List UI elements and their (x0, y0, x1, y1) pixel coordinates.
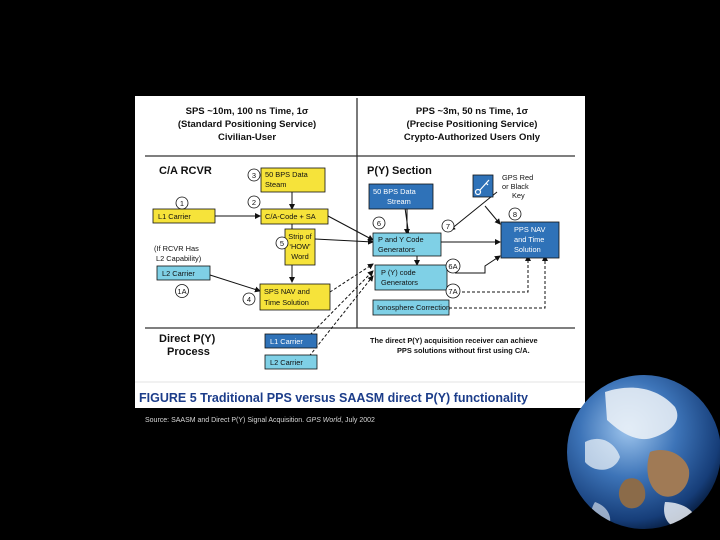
pps-header: PPS ~3m, 50 ns Time, 1σ (Precise Positio… (404, 106, 541, 143)
step-3-marker: 3 (247, 168, 261, 182)
box-label: Generators (381, 278, 418, 287)
sps-nav-time-box: SPS NAV and Time Solution (259, 283, 331, 311)
box-label: P and Y Code (378, 235, 424, 244)
box-label: Time Solution (264, 298, 309, 307)
data-50bps-blue-box: 50 BPS Data Stream (368, 183, 434, 210)
box-label: Ionosphere Correction (377, 303, 450, 312)
box-label: SPS NAV and (264, 287, 310, 296)
box-label: L1 Carrier (158, 212, 191, 221)
connectors (209, 191, 501, 293)
step-6a-marker: 6A (445, 258, 461, 274)
box-label: Strip of (288, 232, 312, 241)
box-label: P (Y) code (381, 268, 416, 277)
ionosphere-correction-box: Ionosphere Correction (372, 299, 450, 316)
key-icon (474, 179, 490, 196)
step-7a-marker: 7A (445, 283, 461, 299)
step-label: 1A (177, 287, 186, 296)
step-label: 3 (252, 171, 256, 180)
step-label: 8 (513, 210, 517, 219)
py-section-label: P(Y) Section (367, 165, 432, 177)
gps-key-box: GPS Red or Black Key (472, 173, 533, 200)
step-2-marker: 2 (247, 195, 261, 209)
note-label: L2 Capability) (156, 254, 201, 263)
earth-image (567, 375, 720, 529)
py-code-gen-box: P (Y) code Generators (374, 264, 448, 291)
ca-rcvr-label: C/A RCVR (159, 165, 212, 177)
key-label: GPS Red (502, 173, 533, 182)
sps-header: SPS ~10m, 100 ns Time, 1σ (Standard Posi… (178, 106, 316, 143)
figure-panel: SPS ~10m, 100 ns Time, 1σ (Standard Posi… (135, 96, 585, 408)
pps-nav-time-box: PPS NAV and Time Solution (500, 221, 560, 259)
note-label: PPS solutions without first using C/A. (397, 346, 530, 355)
step-1a-marker: 1A (175, 284, 189, 298)
sps-service-label: (Standard Positioning Service) (178, 119, 316, 130)
gps-functionality-diagram: SPS ~10m, 100 ns Time, 1σ (Standard Posi… (135, 98, 585, 405)
note-label: (If RCVR Has (154, 244, 199, 253)
l1-carrier-yellow-box: L1 Carrier (152, 208, 216, 224)
box-label: L2 Carrier (270, 358, 303, 367)
box-label: and Time (514, 235, 544, 244)
box-label: L1 Carrier (270, 337, 303, 346)
direct-note: The direct P(Y) acquisition receiver can… (370, 336, 538, 355)
pps-service-label: (Precise Positioning Service) (407, 119, 538, 130)
direct-process-label: Process (167, 346, 210, 358)
step-label: 6A (448, 262, 457, 271)
l1-carrier-blue-box: L1 Carrier (264, 333, 318, 349)
source-prefix: Source: SAASM and Direct P(Y) Signal Acq… (145, 417, 307, 424)
step-label: 5 (280, 239, 284, 248)
step-4-marker: 4 (242, 292, 256, 306)
sps-user-label: Civilian-User (218, 132, 276, 143)
box-label: ‘HOW’ (289, 242, 311, 251)
step-1-marker: 1 (175, 196, 189, 210)
l2-carrier-bottom-box: L2 Carrier (264, 354, 318, 370)
figure-caption: FIGURE 5 Traditional PPS versus SAASM di… (139, 391, 528, 405)
step-label: 1 (180, 199, 184, 208)
step-label: 4 (247, 295, 251, 304)
pps-accuracy-label: PPS ~3m, 50 ns Time, 1σ (416, 106, 529, 117)
box-label: Stream (387, 197, 411, 206)
step-8-marker: 8 (508, 207, 522, 221)
strip-how-word-box: Strip of ‘HOW’ Word (284, 228, 316, 266)
pps-user-label: Crypto-Authorized Users Only (404, 132, 541, 143)
box-label: Steam (265, 180, 286, 189)
direct-py-label: Direct P(Y) (159, 333, 216, 345)
l2-carrier-light-box: L2 Carrier (156, 265, 211, 281)
data-50bps-yellow-box: 50 BPS Data Steam (260, 167, 326, 193)
source-citation: Source: SAASM and Direct P(Y) Signal Acq… (145, 417, 375, 424)
box-label: Word (291, 252, 309, 261)
l2-capability-note: (If RCVR Has L2 Capability) (154, 244, 201, 263)
source-publication: GPS World (306, 417, 342, 424)
key-label: Key (512, 191, 525, 200)
box-label: C/A-Code + SA (265, 212, 316, 221)
step-label: 6 (377, 219, 381, 228)
source-suffix: , July 2002 (341, 417, 375, 424)
py-code-generators-box: P and Y Code Generators (372, 232, 442, 257)
box-label: 50 BPS Data (265, 170, 309, 179)
step-label: 7 (446, 222, 450, 231)
step-7-marker: 7 (441, 219, 455, 233)
step-6-marker: 6 (372, 216, 386, 230)
step-markers: 1 3 2 5 1A 4 6 7 8 6A 7A (175, 168, 522, 306)
step-label: 7A (448, 287, 457, 296)
box-label: 50 BPS Data (373, 187, 417, 196)
box-label: Generators (378, 245, 415, 254)
dashed-connectors (302, 255, 548, 365)
step-label: 2 (252, 198, 256, 207)
box-label: PPS NAV (514, 225, 546, 234)
key-label: or Black (502, 182, 529, 191)
note-label: The direct P(Y) acquisition receiver can… (370, 336, 538, 345)
ca-code-sa-box: C/A-Code + SA (260, 208, 329, 225)
box-label: Solution (514, 245, 541, 254)
sps-accuracy-label: SPS ~10m, 100 ns Time, 1σ (186, 106, 309, 117)
step-5-marker: 5 (275, 236, 289, 250)
box-label: L2 Carrier (162, 269, 195, 278)
